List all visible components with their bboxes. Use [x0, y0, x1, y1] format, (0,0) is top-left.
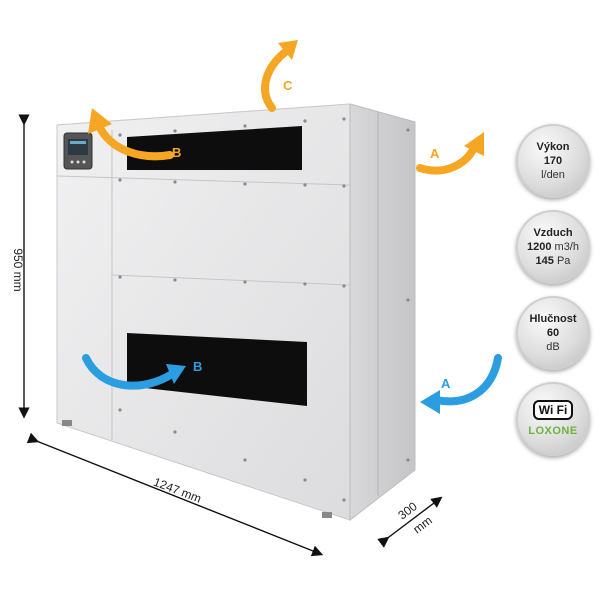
dehumidifier-unit: [56, 103, 416, 522]
dimension-depth-line: [377, 496, 443, 548]
spec-capacity-title: Výkon: [536, 141, 570, 153]
airflow-arrow-a-top: [416, 132, 484, 175]
spec-airflow: Vzduch 1200 m3/h 145 Pa: [516, 210, 590, 284]
airflow-arrow-c: [261, 40, 298, 112]
spec-pressure-unit: Pa: [556, 255, 571, 267]
spec-airflow-unit: m3/h: [554, 241, 579, 253]
airflow-label-b-bottom: B: [193, 359, 202, 374]
spec-capacity-unit: l/den: [541, 169, 565, 181]
loxone-brand-text: LOXONE: [528, 425, 578, 437]
airflow-label-c: C: [283, 78, 293, 93]
top-air-grille: [127, 126, 302, 170]
width-dimension-label: 1247 mm: [152, 475, 204, 506]
bottom-air-grille: [127, 333, 307, 406]
spec-airflow-value: 1200: [526, 241, 552, 253]
airflow-arrow-a-bottom: [420, 354, 502, 414]
spec-noise: Hlučnost 60 dB: [516, 296, 590, 370]
wifi-loxone-badge-icon: Wi Fi LOXONE: [516, 382, 590, 456]
spec-capacity: Výkon 170 l/den: [516, 124, 590, 198]
airflow-label-a-bottom: A: [441, 376, 451, 391]
dimension-width-line: [26, 432, 324, 557]
spec-noise-value: 60: [546, 327, 560, 339]
spec-airflow-title: Vzduch: [533, 227, 573, 239]
spec-pressure-value: 145: [535, 255, 554, 267]
spec-noise-unit: dB: [546, 341, 560, 353]
depth-unit-label: mm: [410, 513, 434, 536]
depth-value-label: 300: [395, 499, 420, 522]
airflow-label-b-top: B: [172, 145, 181, 160]
spec-capacity-value: 170: [543, 155, 563, 167]
airflow-arrow-b-top: [88, 108, 174, 161]
airflow-arrow-b-bottom: [82, 354, 186, 390]
wifi-badge-text: Wi Fi: [532, 400, 574, 420]
control-panel: [63, 132, 93, 170]
spec-noise-title: Hlučnost: [529, 313, 577, 325]
panel-screws: [118, 117, 410, 502]
height-dimension-label: 950 mm: [11, 248, 25, 291]
airflow-label-a-top: A: [430, 146, 440, 161]
